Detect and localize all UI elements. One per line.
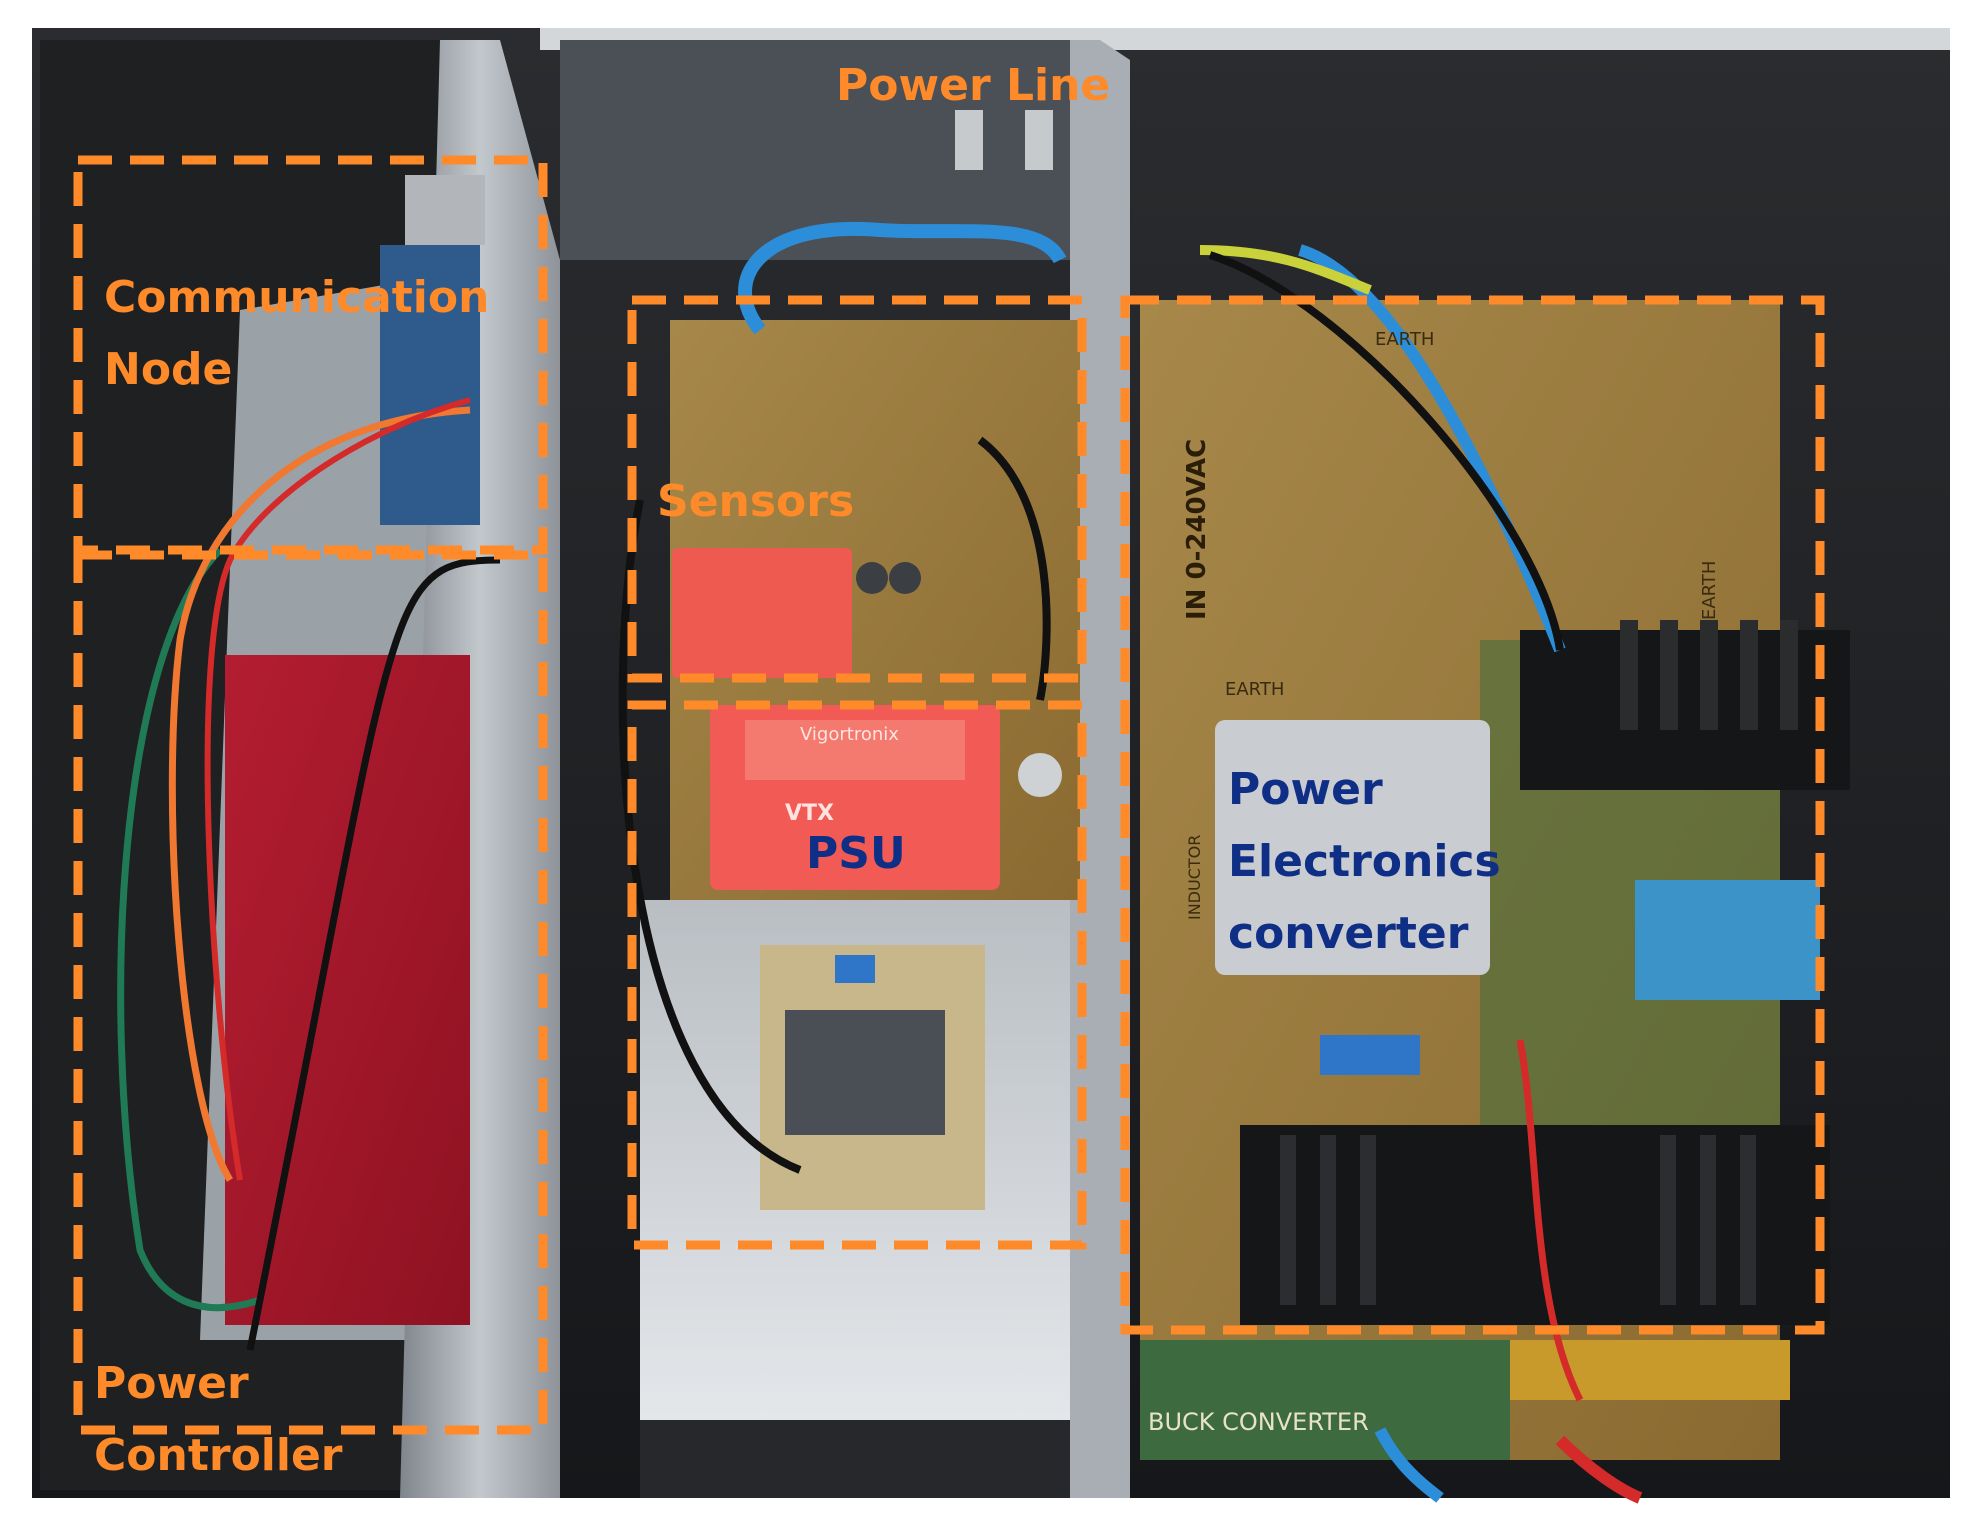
- power-controller-box: [73, 550, 548, 1435]
- inductor-can: [1215, 720, 1490, 975]
- current-sensor: [785, 1010, 945, 1135]
- capacitor: [1018, 753, 1062, 797]
- middle-floor-dark: [640, 1420, 1080, 1498]
- top-heatsink: [1520, 620, 1850, 790]
- cable-black: [977, 436, 1051, 701]
- middle-back-wall: [560, 40, 1100, 260]
- right-divider-wall: [1070, 40, 1130, 1498]
- buck-resistor: [1510, 1340, 1790, 1400]
- cable-green: [117, 547, 262, 1312]
- power-electronics-box: [1120, 295, 1825, 1335]
- power-line-terminal: [1025, 110, 1053, 170]
- cable-red: [1555, 1435, 1643, 1504]
- print-inductor: INDUCTOR: [1185, 835, 1204, 920]
- psu-box: [627, 700, 1087, 1250]
- print-earth-right: EARTH: [1699, 561, 1720, 620]
- print-in-voltage: IN 0-240VAC: [1182, 439, 1212, 620]
- power-line-terminal: [955, 110, 983, 170]
- sensors-box: [627, 295, 1087, 683]
- print-vtx: VTX: [785, 801, 834, 826]
- cable-blue: [738, 221, 1067, 335]
- label-node: Node: [104, 344, 233, 395]
- cable-blue: [1374, 1427, 1444, 1503]
- label-power-controller-1: Power: [94, 1358, 249, 1409]
- print-buck-converter: BUCK CONVERTER: [1148, 1408, 1369, 1436]
- psu-module-label: [745, 720, 965, 780]
- cable-black: [246, 556, 501, 1351]
- buck-converter-board: [1140, 1340, 1510, 1460]
- print-psu-brand: Vigortronix: [800, 724, 899, 745]
- label-power: Power: [1228, 764, 1383, 815]
- sensor-transformer: [672, 548, 852, 678]
- blue-capacitor: [1635, 880, 1820, 1000]
- comm-board: [380, 245, 480, 525]
- cable-black: [1208, 251, 1564, 651]
- bottom-heatsink: [1240, 1125, 1830, 1325]
- cable-black: [618, 499, 802, 1174]
- cable-red: [1516, 1039, 1584, 1402]
- blue-trimmer: [835, 955, 875, 983]
- blue-trimmer-right: [1320, 1035, 1420, 1075]
- label-converter: converter: [1228, 908, 1469, 959]
- capacitor: [856, 562, 888, 594]
- print-earth-top: EARTH: [1375, 329, 1434, 350]
- cable-blue: [1298, 244, 1566, 653]
- cable-yellow-green: [1199, 245, 1372, 295]
- cable-red: [204, 397, 471, 1181]
- print-earth-mid: EARTH: [1225, 679, 1284, 700]
- communication-node-box: [73, 155, 548, 555]
- capacitor: [889, 562, 921, 594]
- label-communication: Communication: [104, 272, 490, 323]
- controller-board: [225, 655, 470, 1325]
- annotation-boxes: [73, 155, 1825, 1435]
- cable-orange: [168, 406, 471, 1182]
- label-power-controller-2: Controller: [94, 1430, 343, 1481]
- usb-connector: [405, 175, 485, 245]
- label-electronics: Electronics: [1228, 836, 1501, 887]
- label-power-line: Power Line: [836, 60, 1111, 111]
- label-psu: PSU: [806, 828, 906, 879]
- label-sensors: Sensors: [657, 476, 855, 527]
